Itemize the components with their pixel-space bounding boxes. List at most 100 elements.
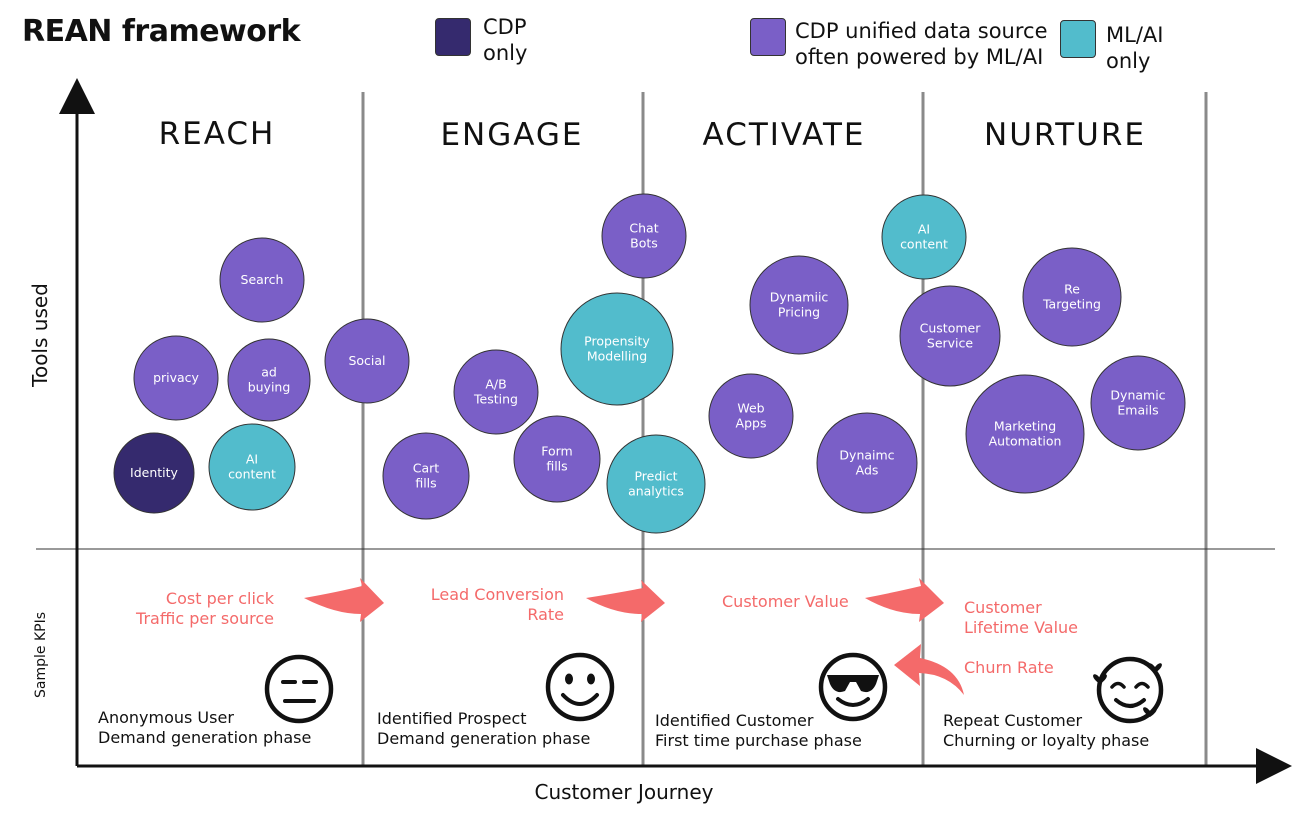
kpi-reach: Cost per click Traffic per source (136, 589, 274, 629)
tool-bubble-label: Identity (130, 465, 179, 480)
tool-bubble-circle (453, 349, 539, 435)
tool-bubble-circle (1022, 247, 1122, 347)
tool-bubble-label: Service (927, 336, 974, 351)
kpi-line: Customer (964, 598, 1042, 617)
tool-bubble-label: Testing (473, 392, 518, 407)
tool-bubble-label: Pricing (778, 305, 820, 320)
legend-label-line: CDP (483, 15, 527, 39)
legend-label-cdp-unified: CDP unified data source often powered by… (795, 18, 1048, 70)
kpi-arrow-engage-activate (586, 580, 665, 622)
tool-bubble-label: Ads (856, 463, 879, 478)
tool-bubble-label: Propensity (584, 334, 650, 349)
tool-bubble-circle (899, 285, 1001, 387)
sunglasses-face-icon (818, 652, 888, 722)
legend-label-line: only (1106, 49, 1151, 73)
tool-bubble-circle (208, 423, 296, 511)
tool-bubble-circle (219, 237, 305, 323)
tool-bubble-label: Apps (736, 416, 767, 431)
tool-bubble-label: Social (348, 353, 385, 368)
tool-bubble-label: Bots (630, 236, 658, 251)
tool-bubble-label: Marketing (994, 419, 1056, 434)
customer-line: Repeat Customer (943, 711, 1083, 730)
kpi-engage: Lead Conversion Rate (431, 585, 564, 625)
smiling-face-icon (545, 652, 615, 722)
tool-bubble-circle (1090, 355, 1186, 451)
tool-bubble-circle (881, 194, 967, 280)
stage-label-activate: ACTIVATE (703, 117, 866, 153)
tool-bubble-label: Chat (629, 221, 658, 236)
tool-bubble-circle (965, 374, 1085, 494)
kpi-nurture: Customer Lifetime Value (964, 598, 1078, 638)
customer-line: Identified Prospect (377, 709, 527, 728)
tool-bubble-circle (749, 255, 849, 355)
customer-engage: Identified Prospect Demand generation ph… (377, 709, 590, 749)
tool-bubble-circle (606, 434, 706, 534)
tool-bubble-label: fills (415, 476, 436, 491)
tool-bubble-search: Search (219, 237, 305, 323)
tool-bubble-label: Dynaimc (839, 448, 894, 463)
tool-bubble-circle (382, 432, 470, 520)
tool-bubble-label: Form (541, 444, 573, 459)
hearts-face-icon (1093, 656, 1164, 724)
tool-bubble-label: AI (918, 222, 930, 237)
legend-swatch-ml-ai (1060, 20, 1096, 58)
tool-bubble-label: analytics (628, 484, 684, 499)
x-axis-title: Customer Journey (534, 780, 713, 804)
tool-bubble-circle (324, 318, 410, 404)
kpi-churn: Churn Rate (964, 658, 1054, 677)
customer-line: Demand generation phase (98, 728, 312, 747)
legend-label-line: only (483, 41, 528, 65)
kpi-arrow-activate-nurture (865, 578, 944, 622)
legend-swatch-cdp-unified (750, 18, 786, 56)
tool-bubble-label: Dynamic (1110, 388, 1165, 403)
stage-label-engage: ENGAGE (440, 117, 583, 153)
customer-line: Churning or loyalty phase (943, 731, 1150, 750)
tool-bubble-label: Dynamiic (770, 290, 829, 305)
tool-bubble-circle (133, 335, 219, 421)
tool-bubble-label: Automation (989, 434, 1062, 449)
neutral-face-icon (264, 654, 334, 724)
tool-bubble-label: Web (737, 401, 764, 416)
tool-bubble-label: Search (241, 272, 284, 287)
tool-bubble-identity: Identity (113, 432, 195, 514)
tool-bubble-label: Emails (1117, 403, 1158, 418)
legend-label-line: often powered by ML/AI (795, 45, 1044, 69)
y-axis-title-kpis: Sample KPIs (33, 612, 49, 698)
tool-bubble-label: Predict (634, 469, 677, 484)
kpi-activate: Customer Value (722, 592, 849, 612)
tool-bubble-label: Modelling (587, 349, 647, 364)
tool-bubble-label: ad (261, 365, 277, 380)
kpi-arrow-reach-engage (304, 578, 384, 622)
tool-bubble-label: content (228, 467, 276, 482)
customer-nurture: Repeat Customer Churning or loyalty phas… (943, 711, 1149, 751)
tool-bubble-label: fills (546, 459, 567, 474)
tool-bubble-label: AI (246, 452, 258, 467)
customer-activate: Identified Customer First time purchase … (655, 711, 862, 751)
kpi-line: Customer Value (722, 592, 849, 611)
legend-label-line: ML/AI (1106, 23, 1164, 47)
tool-bubble-label: Re (1064, 282, 1080, 297)
legend-label-cdp-only: CDP only (483, 14, 527, 66)
customer-line: First time purchase phase (655, 731, 862, 750)
tool-bubble-label: A/B (485, 377, 506, 392)
tool-bubble-circle (227, 338, 311, 422)
tool-bubble-label: Customer (920, 321, 982, 336)
tool-bubble-label: Cart (413, 461, 440, 476)
tool-bubble-label: Targeting (1042, 297, 1101, 312)
tool-bubble-privacy: privacy (133, 335, 219, 421)
tool-bubble-circle (708, 373, 794, 459)
tool-bubble-circle (816, 412, 918, 514)
